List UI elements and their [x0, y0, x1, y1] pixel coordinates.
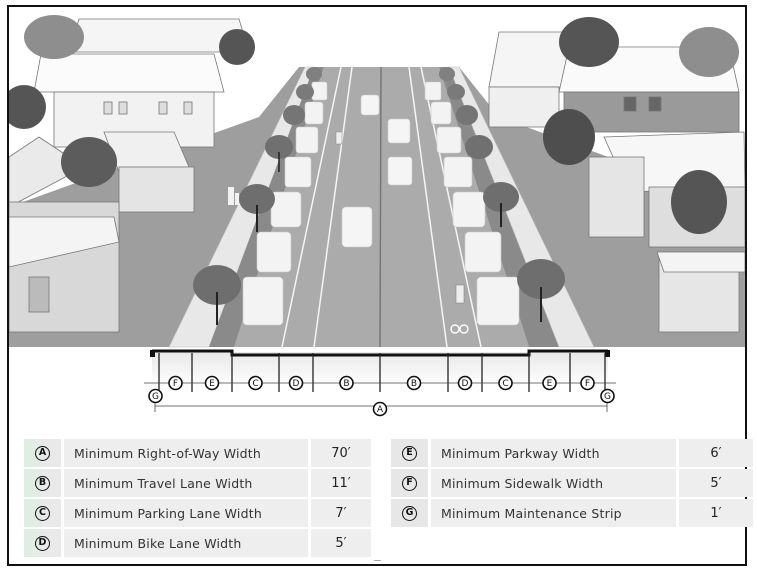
yard-trees-left	[9, 15, 255, 187]
svg-text:F: F	[173, 379, 178, 389]
dimension-label-d: D	[288, 375, 304, 391]
legend-value: 5′	[679, 469, 753, 497]
street-trees-left	[193, 67, 322, 325]
cyclist-left	[335, 131, 343, 145]
letter-badge-icon: D	[35, 535, 50, 551]
legend-letter-cell: C	[24, 499, 61, 527]
dimension-label-a: A	[372, 401, 388, 417]
dimension-label-e: E	[542, 375, 557, 391]
legend-label: Minimum Maintenance Strip	[431, 499, 676, 527]
legend-letter-cell: E	[391, 439, 428, 467]
legend-letter-cell: G	[391, 499, 428, 527]
letter-badge-icon: C	[35, 505, 50, 521]
letter-badge-icon: G	[402, 505, 417, 521]
dimension-label-f: F	[580, 375, 595, 391]
svg-text:F: F	[585, 379, 590, 389]
svg-text:B: B	[411, 379, 417, 389]
legend-value: 6′	[679, 439, 753, 467]
svg-text:A: A	[377, 405, 384, 415]
dimension-label-c: C	[248, 375, 263, 391]
legend-letter-cell: A	[24, 439, 61, 467]
center-line	[379, 66, 382, 348]
bike-lane-line-left	[281, 66, 342, 348]
dimension-label-b: B	[406, 375, 422, 391]
cross-section-diagram: G F E C D B B D C E F G A	[144, 349, 616, 417]
dimension-label-e: E	[204, 375, 220, 391]
dimension-label-b: B	[339, 375, 354, 391]
street-trees-right	[439, 67, 565, 322]
dimension-label-c: C	[498, 375, 513, 391]
svg-text:B: B	[343, 379, 349, 389]
letter-badge-icon: F	[402, 475, 417, 491]
svg-text:D: D	[462, 379, 469, 389]
dimension-label-g: G	[600, 388, 615, 404]
svg-text:D: D	[293, 379, 300, 389]
legend-letter-cell: D	[24, 529, 61, 557]
page-mark	[374, 560, 381, 561]
street-illustration	[9, 7, 745, 352]
bike-lane-line-right-inner	[408, 66, 448, 348]
bike-lane-line-left-inner	[313, 66, 353, 348]
letter-badge-icon: E	[402, 445, 417, 461]
legend-letter-cell: F	[391, 469, 428, 497]
curb-left	[150, 350, 155, 357]
svg-text:E: E	[209, 379, 215, 389]
svg-text:G: G	[604, 392, 611, 402]
legend-value: 70′	[311, 439, 371, 467]
svg-text:C: C	[252, 379, 258, 389]
parked-cars-left	[242, 81, 328, 326]
legend-value: 7′	[311, 499, 371, 527]
legend-letter-cell: B	[24, 469, 61, 497]
legend-value: 5′	[311, 529, 371, 557]
houses-right	[488, 31, 745, 333]
svg-text:G: G	[152, 392, 159, 402]
svg-text:C: C	[502, 379, 508, 389]
parked-cars-right	[424, 81, 520, 326]
legend-label: Minimum Parking Lane Width	[64, 499, 308, 527]
legend-value: 1′	[679, 499, 753, 527]
curb-right	[605, 350, 610, 357]
legend-label: Minimum Right-of-Way Width	[64, 439, 308, 467]
legend-label: Minimum Travel Lane Width	[64, 469, 308, 497]
legend-value: 11′	[311, 469, 371, 497]
pedestrians	[228, 187, 239, 205]
legend-label: Minimum Bike Lane Width	[64, 529, 308, 557]
cyclist-right	[450, 284, 469, 334]
dimension-labels: G F E C D B B D C E F G A	[148, 375, 615, 417]
svg-text:E: E	[547, 379, 553, 389]
legend-label: Minimum Parkway Width	[431, 439, 676, 467]
letter-badge-icon: A	[35, 445, 50, 461]
legend-label: Minimum Sidewalk Width	[431, 469, 676, 497]
dimension-label-d: D	[457, 375, 473, 391]
dimension-label-f: F	[168, 375, 183, 391]
letter-badge-icon: B	[35, 475, 50, 491]
travel-cars	[341, 94, 413, 248]
dimension-label-g: G	[148, 388, 163, 404]
yard-trees-right	[543, 17, 739, 234]
